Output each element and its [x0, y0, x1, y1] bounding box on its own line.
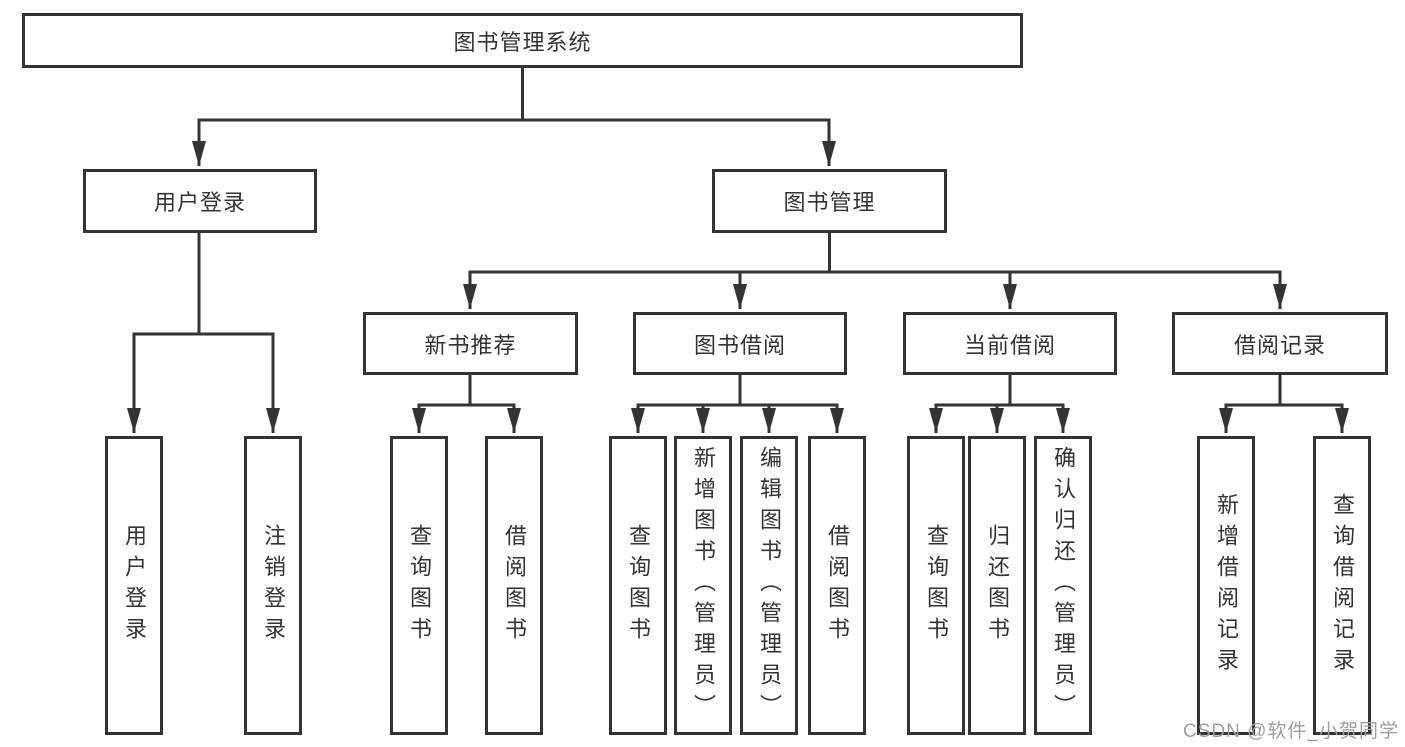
node-label: 图书借阅	[693, 332, 786, 358]
node-label: 注销登录	[261, 523, 286, 648]
leaf-logout: 注销登录	[244, 436, 302, 735]
leaf-query-books-borrow: 查询图书	[609, 436, 667, 735]
leaf-query-books-recommend: 查询图书	[390, 436, 448, 735]
node-label: 借阅记录	[1233, 332, 1326, 358]
node-label: 用户登录	[153, 190, 246, 215]
leaf-edit-books-admin: 编辑图书（管理员）	[740, 436, 798, 735]
leaf-add-borrow-record: 新增借阅记录	[1197, 436, 1255, 735]
node-current-borrow: 当前借阅	[903, 312, 1117, 375]
node-label: 新增借阅记录	[1214, 492, 1239, 679]
node-label: 用户登录	[122, 523, 147, 648]
node-label: 确认归还（管理员）	[1051, 446, 1076, 725]
node-label: 编辑图书（管理员）	[757, 446, 782, 725]
node-label: 新增图书（管理员）	[691, 446, 716, 725]
node-book-management: 图书管理	[712, 169, 947, 233]
node-user-login: 用户登录	[83, 169, 317, 233]
node-label: 借阅图书	[825, 523, 850, 648]
leaf-user-login: 用户登录	[105, 436, 163, 735]
node-label: 查询图书	[407, 523, 432, 648]
leaf-borrow-books-recommend: 借阅图书	[485, 436, 543, 735]
leaf-return-books: 归还图书	[968, 436, 1026, 735]
node-label: 新书推荐	[424, 332, 517, 358]
node-label: 借阅图书	[502, 523, 527, 648]
node-label: 查询图书	[626, 523, 651, 648]
node-borrow-records: 借阅记录	[1172, 312, 1388, 375]
node-label: 图书管理	[783, 190, 876, 215]
node-label: 归还图书	[985, 523, 1010, 648]
leaf-borrow-books: 借阅图书	[808, 436, 866, 735]
node-label: 图书管理系统	[453, 29, 592, 55]
node-book-borrow: 图书借阅	[633, 312, 847, 375]
leaf-confirm-return-admin: 确认归还（管理员）	[1034, 436, 1092, 735]
node-new-book-recommend: 新书推荐	[363, 312, 578, 375]
node-label: 当前借阅	[963, 332, 1056, 358]
leaf-query-borrow-record: 查询借阅记录	[1313, 436, 1371, 735]
node-root-library-management-system: 图书管理系统	[22, 13, 1023, 68]
node-label: 查询图书	[924, 523, 949, 648]
node-label: 查询借阅记录	[1330, 492, 1355, 679]
leaf-add-books-admin: 新增图书（管理员）	[674, 436, 732, 735]
leaf-query-books-current: 查询图书	[907, 436, 965, 735]
csdn-watermark: CSDN @软件_小贺同学	[1183, 721, 1399, 742]
